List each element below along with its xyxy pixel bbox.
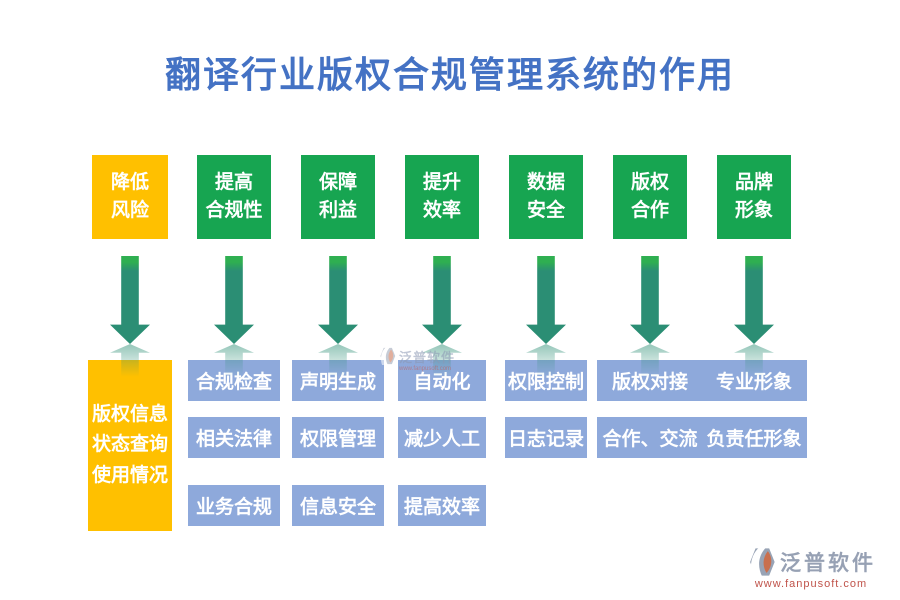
item-box: 相关法律 xyxy=(188,417,280,458)
column-copyright-cooperation: 版权 合作 版权对接 合作、交流 xyxy=(597,155,703,531)
arrow-shape xyxy=(526,256,566,344)
column-protect-interests: 保障 利益 声明生成 权限管理 信息安全 xyxy=(286,155,390,531)
item-box: 提高效率 xyxy=(398,485,486,526)
header-box: 版权 合作 xyxy=(613,155,687,239)
item-box: 业务合规 xyxy=(188,485,280,526)
down-arrow-icon xyxy=(702,239,806,384)
arrow-shape xyxy=(318,256,358,344)
arrow-shape xyxy=(110,256,150,344)
brand-url: www.fanpusoft.com xyxy=(754,578,868,590)
item-box: 信息安全 xyxy=(292,485,384,526)
item-list: 合规检查 相关法律 业务合规 xyxy=(182,356,286,526)
item-box: 版权信息 状态查询 使用情况 xyxy=(88,360,172,531)
header-box: 数据 安全 xyxy=(509,155,583,239)
brand-row: 泛普软件 xyxy=(746,547,876,577)
column-brand-image: 品牌 形象 专业形象 负责任形象 xyxy=(701,155,807,531)
arrow-shape xyxy=(214,256,254,344)
header-box: 保障 利益 xyxy=(301,155,375,239)
column-compliance: 提高 合规性 合规检查 相关法律 业务合规 xyxy=(182,155,286,531)
brand-name: 泛普软件 xyxy=(780,552,876,575)
header-box: 提升 效率 xyxy=(405,155,479,239)
columns-row: 降低 风险 版权信息 状态查询 使用情况 提高 合规性 合规检查 相关法律 业务… xyxy=(78,155,807,531)
column-reduce-risk: 降低 风险 版权信息 状态查询 使用情况 xyxy=(78,155,182,531)
item-box: 减少人工 xyxy=(398,417,486,458)
item-list: 版权信息 状态查询 使用情况 xyxy=(78,356,182,531)
item-box: 权限管理 xyxy=(292,417,384,458)
column-efficiency: 提升 效率 自动化 减少人工 提高效率 xyxy=(390,155,494,531)
column-data-security: 数据 安全 权限控制 日志记录 xyxy=(494,155,598,531)
down-arrow-icon xyxy=(78,239,182,384)
page-title: 翻译行业版权合规管理系统的作用 xyxy=(164,54,735,95)
brand-footer: 泛普软件 www.fanpusoft.com xyxy=(746,547,876,590)
arrow-shape xyxy=(422,256,462,344)
down-arrow-icon xyxy=(494,239,598,384)
item-list: 专业形象 负责任形象 xyxy=(701,356,807,458)
header-box: 降低 风险 xyxy=(92,155,168,239)
item-box: 负责任形象 xyxy=(701,417,807,458)
arrow-shape xyxy=(734,256,774,344)
down-arrow-icon xyxy=(598,239,702,384)
arrow-shape xyxy=(630,256,670,344)
item-list: 版权对接 合作、交流 xyxy=(597,356,703,458)
header-box: 品牌 形象 xyxy=(717,155,791,239)
down-arrow-icon xyxy=(182,239,286,384)
header-box: 提高 合规性 xyxy=(197,155,271,239)
item-box: 日志记录 xyxy=(505,417,587,458)
down-arrow-icon xyxy=(390,239,494,384)
item-box: 合作、交流 xyxy=(597,417,703,458)
fanpu-logo-icon xyxy=(746,547,776,577)
down-arrow-icon xyxy=(286,239,390,384)
